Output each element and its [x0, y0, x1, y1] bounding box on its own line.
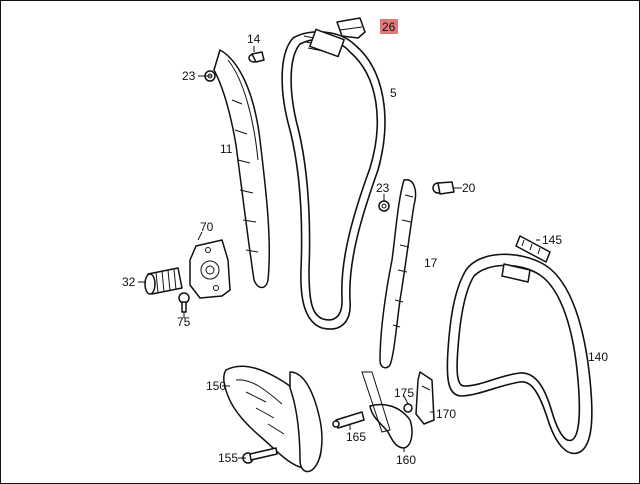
part-17-guide-rail[interactable] — [379, 179, 417, 369]
part-11-tensioning-rail[interactable] — [213, 49, 271, 289]
callout-155[interactable]: 155 — [218, 451, 238, 465]
leader-lines — [138, 46, 540, 459]
callout-160[interactable]: 160 — [396, 453, 416, 467]
part-32-chain-tensioner[interactable] — [144, 267, 183, 295]
part-14-pin[interactable] — [248, 51, 265, 63]
part-23-cap-lower[interactable] — [378, 200, 390, 212]
part-150-guide-rail[interactable] — [223, 365, 323, 473]
callout-165[interactable]: 165 — [346, 430, 366, 444]
callout-5[interactable]: 5 — [390, 86, 397, 100]
part-5-upper-timing-chain[interactable] — [281, 28, 386, 330]
callout-170[interactable]: 170 — [436, 407, 456, 421]
callout-145[interactable]: 145 — [542, 233, 562, 247]
callout-17[interactable]: 17 — [424, 256, 438, 270]
part-70-chain-tensioner-flange[interactable] — [189, 239, 231, 299]
part-170-bracket[interactable] — [415, 371, 435, 425]
callout-140[interactable]: 140 — [588, 350, 608, 364]
callout-23-upper[interactable]: 23 — [182, 69, 196, 83]
part-145-chain-link[interactable] — [515, 235, 551, 263]
callout-150[interactable]: 150 — [206, 379, 226, 393]
callout-70[interactable]: 70 — [200, 220, 214, 234]
part-165-pin[interactable] — [332, 411, 365, 429]
part-20-pin[interactable] — [432, 181, 455, 195]
part-75-bolt[interactable] — [178, 292, 190, 313]
part-26-guide-pad[interactable] — [336, 17, 366, 39]
part-140-lower-timing-chain[interactable] — [446, 253, 593, 455]
callout-23-lower[interactable]: 23 — [376, 181, 390, 195]
callout-26[interactable]: 26 — [382, 20, 396, 34]
callout-175[interactable]: 175 — [394, 386, 414, 400]
callout-32[interactable]: 32 — [122, 275, 136, 289]
callout-20[interactable]: 20 — [462, 181, 476, 195]
callout-14[interactable]: 14 — [247, 32, 261, 46]
callout-26-highlight — [380, 19, 398, 34]
callout-11[interactable]: 11 — [220, 142, 233, 156]
part-175-bolt[interactable] — [403, 403, 413, 413]
callout-75[interactable]: 75 — [177, 315, 191, 329]
